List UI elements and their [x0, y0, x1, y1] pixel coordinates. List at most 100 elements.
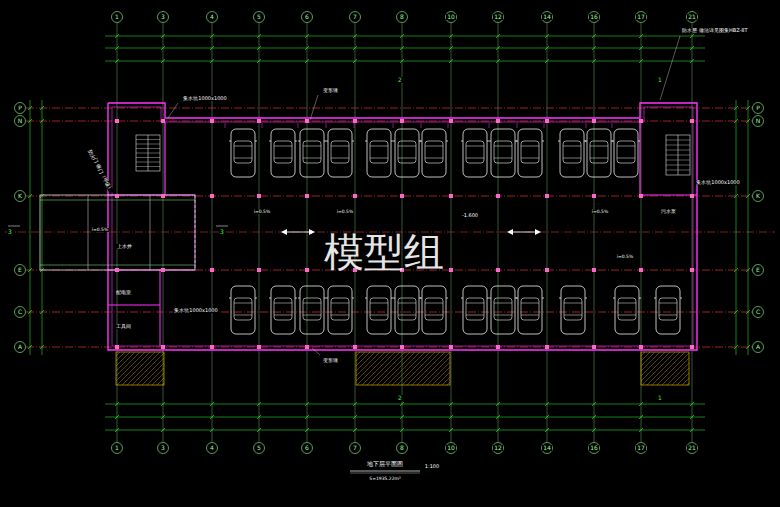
axis-label: P — [17, 105, 23, 111]
dimension-tick — [28, 345, 32, 349]
grid-line — [26, 196, 752, 197]
car-symbol — [331, 141, 349, 163]
dimension-tick — [305, 34, 309, 38]
car-symbol — [564, 298, 582, 320]
car-symbol — [295, 298, 297, 299]
column — [353, 345, 357, 349]
dimension-line — [105, 61, 705, 62]
axis-label: K — [17, 193, 23, 199]
ramp-hatch — [392, 352, 425, 385]
car-symbol — [466, 303, 484, 304]
grid-line — [451, 23, 452, 442]
dimension-tick — [257, 46, 261, 50]
axis-bubble — [397, 12, 408, 23]
grid-line — [26, 312, 752, 313]
plan-note: i=0.5% — [336, 210, 354, 215]
dimension-tick — [592, 428, 596, 432]
stall-line — [612, 123, 613, 128]
car-symbol — [324, 141, 326, 142]
car-symbol — [564, 303, 582, 304]
car-symbol — [370, 315, 388, 316]
car-symbol — [303, 298, 321, 320]
dimension-tick — [161, 46, 165, 50]
column — [545, 268, 549, 272]
car-symbol — [419, 141, 421, 142]
dimension-tick — [28, 268, 32, 272]
axis-bubble — [350, 12, 361, 23]
dimension-tick — [734, 268, 738, 272]
plan-note: 1 — [657, 77, 663, 83]
axis-label: 6 — [304, 14, 310, 20]
axis-label: 17 — [636, 445, 646, 451]
column — [592, 194, 596, 198]
car-symbol — [659, 298, 677, 320]
ramp-hatch — [657, 353, 689, 385]
stall-line — [586, 123, 587, 128]
car-symbol — [255, 141, 257, 142]
grid-line — [259, 23, 260, 442]
axis-label: 7 — [352, 14, 358, 20]
dimension-tick — [210, 415, 214, 419]
plan-note: 污水泵 — [660, 209, 677, 214]
car-symbol — [617, 141, 635, 163]
car-symbol — [515, 298, 517, 299]
dimension-tick — [353, 415, 357, 419]
dimension-tick — [161, 415, 165, 419]
car-symbol — [521, 146, 539, 147]
dimension-tick — [40, 106, 44, 110]
ramp-hatch — [116, 352, 140, 376]
dimension-tick — [40, 119, 44, 123]
ramp-hatch — [362, 352, 395, 385]
column — [639, 119, 643, 123]
plan-note: 配电室 — [115, 290, 132, 295]
dimension-line — [105, 430, 705, 431]
car-symbol — [422, 129, 446, 177]
car-symbol — [420, 141, 422, 142]
drawing-caption: S=1935.22m² — [368, 477, 401, 482]
dimension-tick — [210, 46, 214, 50]
dimension-tick — [592, 59, 596, 63]
axis-label: 10 — [446, 445, 456, 451]
axis-bubble — [15, 307, 26, 318]
car-symbol — [370, 303, 388, 304]
ramp-outline — [40, 195, 195, 270]
column — [161, 345, 165, 349]
ramp-hatch — [641, 352, 660, 371]
car-symbol — [659, 315, 677, 316]
car-symbol — [487, 298, 489, 299]
wall — [112, 107, 693, 346]
car-symbol — [370, 141, 388, 163]
plan-note: 变形缝 — [322, 358, 339, 363]
car-symbol — [521, 315, 539, 316]
ramp-hatch — [356, 352, 450, 385]
dimension-tick — [496, 415, 500, 419]
axis-bubble — [15, 191, 26, 202]
car-symbol — [229, 141, 231, 142]
column — [449, 345, 453, 349]
car-symbol — [425, 146, 443, 147]
wall — [160, 270, 161, 346]
ramp-hatch — [356, 352, 365, 361]
dimension-tick — [545, 34, 549, 38]
ramp-hatch — [412, 352, 445, 385]
car-symbol — [494, 303, 512, 304]
car-symbol — [521, 298, 539, 320]
car-symbol — [659, 303, 677, 304]
car-symbol — [612, 141, 614, 142]
dimension-line — [105, 36, 705, 37]
column — [161, 194, 165, 198]
axis-label: 7 — [352, 445, 358, 451]
column — [400, 345, 404, 349]
stair — [148, 135, 149, 171]
dimension-tick — [639, 46, 643, 50]
car-symbol — [489, 298, 491, 299]
dimension-line — [42, 100, 43, 355]
car-symbol — [463, 286, 487, 334]
car-symbol — [393, 141, 395, 142]
car-symbol — [422, 286, 446, 334]
column — [210, 194, 214, 198]
car-symbol — [560, 129, 584, 177]
car-symbol — [234, 158, 252, 159]
car-symbol — [461, 298, 463, 299]
dimension-tick — [496, 34, 500, 38]
